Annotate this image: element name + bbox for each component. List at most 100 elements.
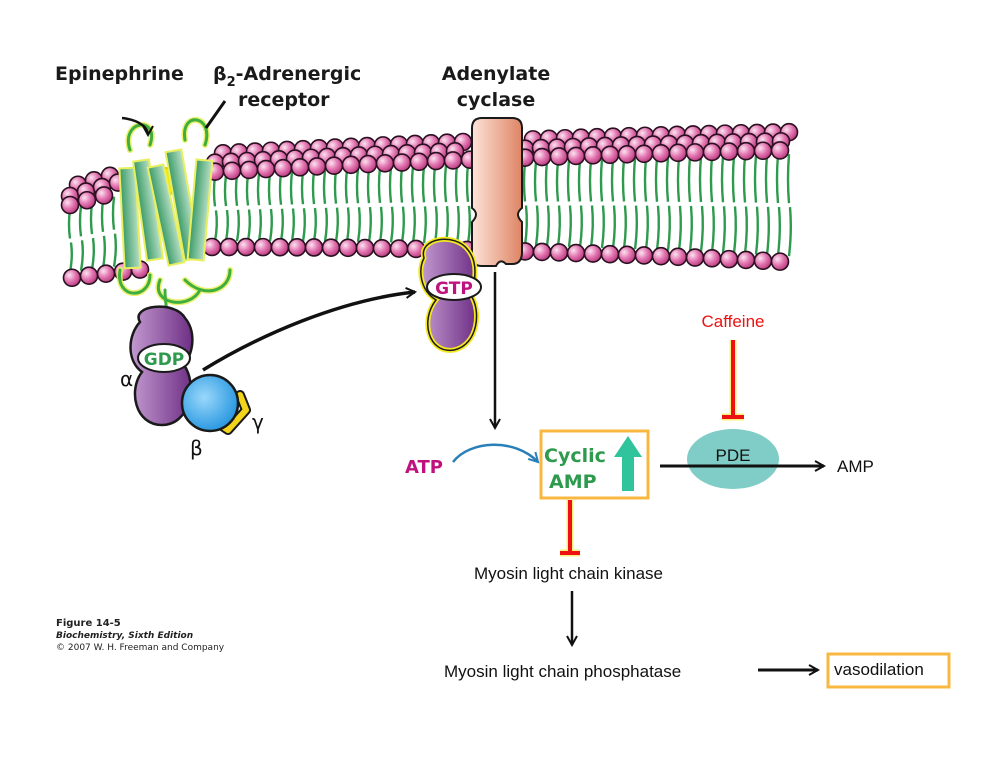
lipid-tail xyxy=(454,164,460,244)
lipid-head-top xyxy=(307,157,327,176)
lipid-tail xyxy=(786,154,792,257)
lipid-head-top xyxy=(583,146,603,165)
gtp-badge xyxy=(426,273,482,301)
figure-caption: Figure 14-5 Biochemistry, Sixth Edition … xyxy=(56,618,224,654)
receptor-label-line2: receptor xyxy=(238,89,330,111)
book-title: Biochemistry, Sixth Edition xyxy=(56,631,194,641)
lipid-head-top xyxy=(634,144,654,164)
receptor-label-subscript: 2 xyxy=(227,75,236,90)
gtp-label: GTP xyxy=(435,279,473,299)
lipid-tail xyxy=(632,157,638,250)
lipid-tail xyxy=(687,156,693,252)
lipid-tail xyxy=(775,154,781,256)
lipid-head-top xyxy=(324,156,344,175)
adenylate-label-line1: Adenylate xyxy=(442,63,550,85)
gamma-label: γ xyxy=(252,410,264,434)
lipid-tail xyxy=(78,205,84,271)
lipid-tail xyxy=(599,158,605,249)
lipid-tail xyxy=(410,165,416,244)
pde-enzyme xyxy=(687,429,779,489)
lipid-head-top xyxy=(239,160,259,180)
atp-label: ATP xyxy=(405,457,443,478)
camp-amp-label: AMP xyxy=(549,471,597,493)
lipid-tail xyxy=(577,159,583,248)
lipid-tail xyxy=(388,166,394,243)
g-alpha-translocation-arrow xyxy=(202,292,415,372)
lipid-tail xyxy=(753,154,759,255)
amp-product-label: AMP xyxy=(837,457,874,476)
lipid-head-bottom xyxy=(253,237,273,257)
lipid-tail xyxy=(256,173,262,242)
mlck-label: Myosin light chain kinase xyxy=(474,564,663,583)
lipid-head-bottom xyxy=(617,245,637,265)
receptor-label-beta: β xyxy=(213,63,227,85)
lipid-head-bottom xyxy=(270,237,290,257)
membrane-lipid-tails xyxy=(67,154,792,273)
lipid-tail xyxy=(676,156,682,252)
lipid-head-bottom xyxy=(287,238,307,257)
lipid-head-top xyxy=(651,143,671,163)
cyclic-label: Cyclic xyxy=(544,445,606,467)
beta-label: β xyxy=(190,436,203,460)
lipid-head-top xyxy=(256,159,276,179)
lipid-head-bottom xyxy=(702,249,722,268)
lipid-head-bottom xyxy=(736,250,756,270)
lipid-head-top xyxy=(617,144,637,164)
atp-conversion-arrow xyxy=(452,443,538,462)
lipid-tail xyxy=(344,168,350,243)
g-protein-heterotrimer: GDP xyxy=(129,305,251,435)
mlcp-label: Myosin light chain phosphatase xyxy=(444,662,681,681)
figure-number: Figure 14-5 xyxy=(56,618,121,629)
lipid-tail xyxy=(443,164,449,244)
lipid-tail xyxy=(720,155,726,253)
adenylate-cyclase xyxy=(471,117,523,267)
lipid-tail xyxy=(333,169,339,242)
lipid-head-bottom xyxy=(79,266,99,286)
increase-arrow-icon xyxy=(614,436,642,491)
lipid-tail xyxy=(289,171,295,242)
lipid-tail xyxy=(89,202,95,270)
lipid-tail xyxy=(555,160,561,247)
caffeine-inhibition-line xyxy=(722,340,744,421)
lipid-tail xyxy=(742,155,748,255)
pde-label: PDE xyxy=(716,446,751,465)
lipid-tail xyxy=(588,159,594,248)
lipid-tail xyxy=(731,155,737,254)
copyright: © 2007 W. H. Freeman and Company xyxy=(56,643,225,653)
lipid-tail xyxy=(355,168,361,243)
lipid-head-top xyxy=(736,141,756,161)
g-alpha-gtp: GTP xyxy=(418,236,482,353)
lipid-head-bottom xyxy=(600,244,620,264)
lipid-head-bottom xyxy=(770,252,790,271)
lipid-head-bottom xyxy=(389,239,409,258)
lipid-head-bottom xyxy=(753,251,773,271)
lipid-tail xyxy=(621,158,627,249)
lipid-head-bottom xyxy=(321,238,341,257)
lipid-tail xyxy=(643,157,649,250)
lipid-head-top xyxy=(392,153,412,172)
lipid-head-bottom xyxy=(62,268,82,288)
lipid-head-top xyxy=(702,142,722,162)
lipid-head-top xyxy=(375,153,395,173)
g-beta-subunit xyxy=(180,373,240,433)
lipid-tail xyxy=(234,174,240,242)
lipid-tail xyxy=(465,163,471,245)
lipid-head-top xyxy=(341,155,361,175)
gdp-label: GDP xyxy=(144,350,185,370)
lipid-tail xyxy=(311,170,317,242)
receptor-label-line1: β2-Adrenergic xyxy=(213,63,361,90)
caffeine-label: Caffeine xyxy=(701,312,764,331)
lipid-tail xyxy=(223,174,229,242)
lipid-head-top xyxy=(549,147,569,166)
lipid-tail xyxy=(421,165,427,244)
lipid-head-top xyxy=(290,157,310,177)
lipid-tail xyxy=(566,160,572,247)
lipid-head-top xyxy=(668,143,688,163)
lipid-head-top xyxy=(685,143,705,162)
lipid-head-bottom xyxy=(685,248,705,267)
lipid-tail xyxy=(698,156,704,252)
lipid-tail xyxy=(267,172,273,242)
receptor-pointer-line xyxy=(204,100,227,129)
lipid-tail xyxy=(709,155,715,253)
